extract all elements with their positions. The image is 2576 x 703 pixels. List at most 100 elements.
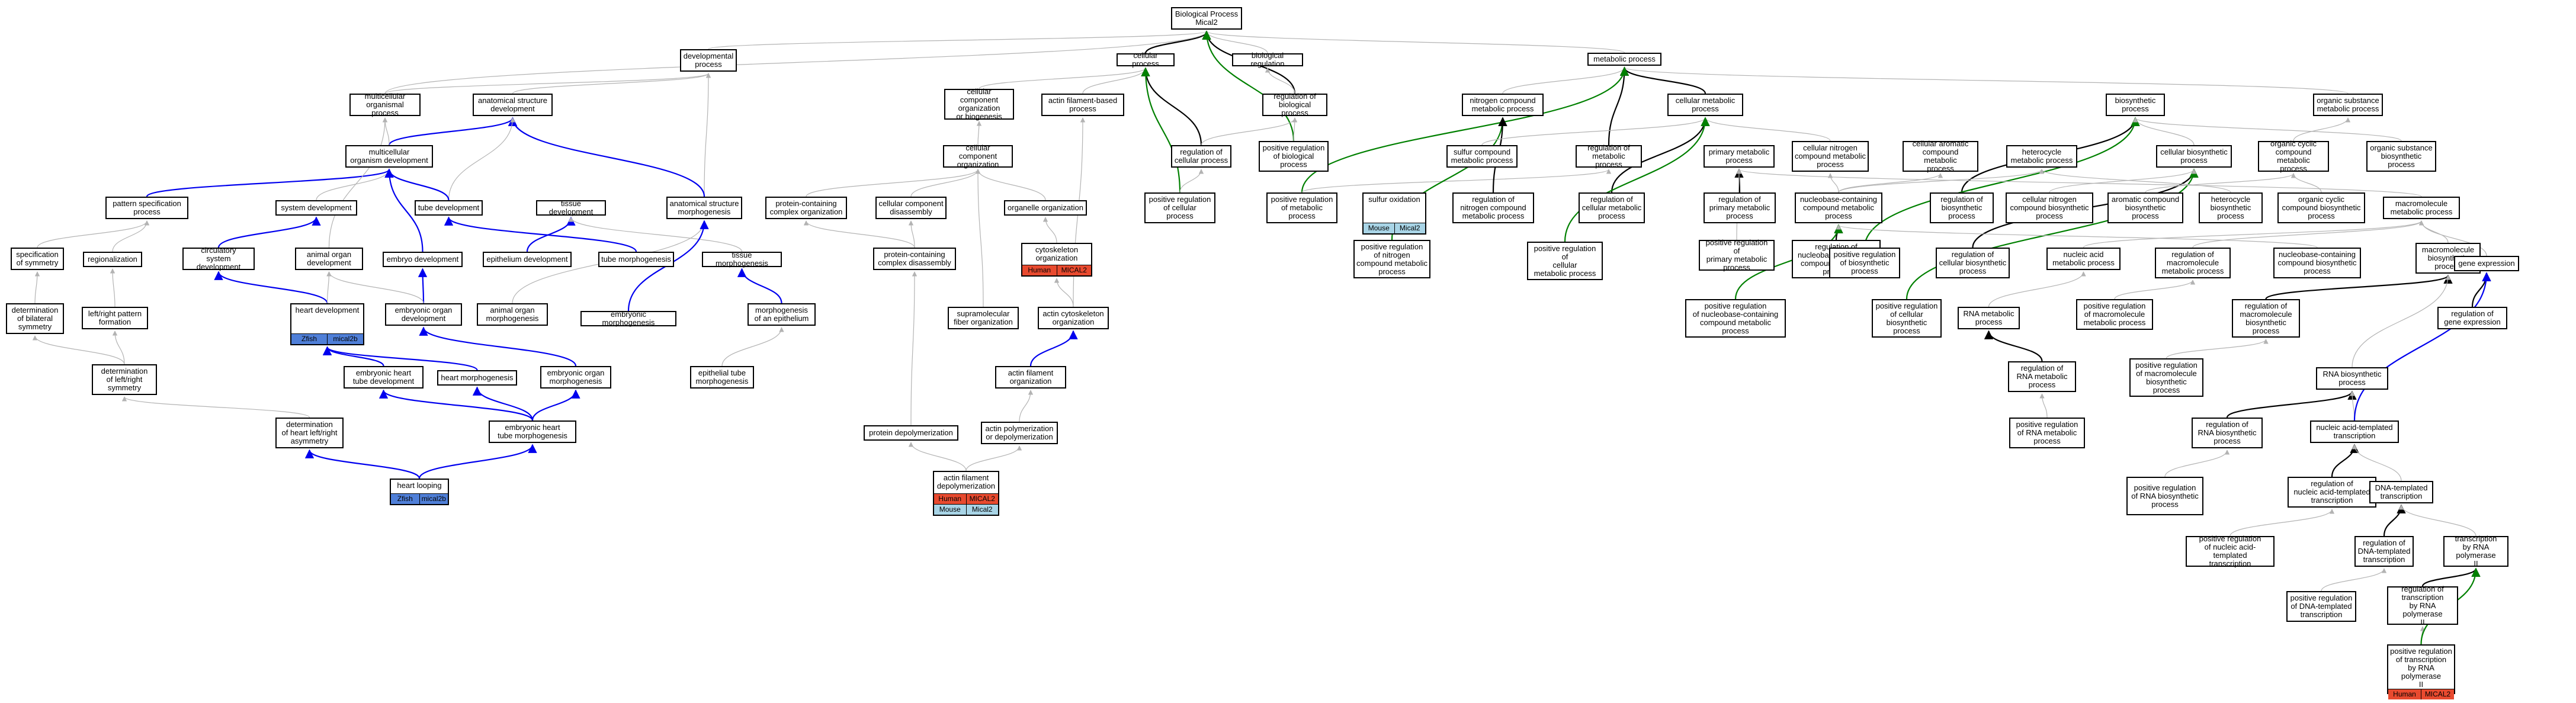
go-term-metproc[interactable]: metabolic process: [1587, 53, 1661, 66]
go-term-postranspol2[interactable]: positive regulation of transcription by …: [2387, 644, 2455, 699]
go-term-tubedev[interactable]: tube development: [415, 200, 483, 216]
go-term-osbio[interactable]: organic substance biosynthetic process: [2366, 141, 2436, 172]
go-term-regmacmet[interactable]: regulation of macromolecule metabolic pr…: [2155, 248, 2231, 278]
go-term-regrnabio[interactable]: regulation of RNA biosynthetic process: [2192, 418, 2263, 448]
go-term-heartmorph[interactable]: heart morphogenesis: [437, 370, 517, 386]
go-term-epidev[interactable]: epithelium development: [483, 252, 572, 267]
go-term-actfil[interactable]: actin filament-based process: [1041, 94, 1124, 116]
go-term-biosyn[interactable]: biosynthetic process: [2106, 94, 2165, 116]
go-term-posrnabio[interactable]: positive regulation of RNA biosynthetic …: [2126, 477, 2203, 515]
go-term-ccorg[interactable]: cellular component organization or bioge…: [944, 88, 1014, 121]
go-term-actpoly[interactable]: actin polymerization or depolymerization: [981, 422, 1058, 444]
go-term-rnamet[interactable]: RNA metabolic process: [1958, 307, 2020, 329]
go-term-occbio[interactable]: organic cyclic compound biosynthetic pro…: [2277, 192, 2365, 223]
go-term-regbio[interactable]: regulation of biological process: [1262, 92, 1327, 117]
go-term-transpol2[interactable]: transcription by RNA polymerase II: [2443, 535, 2508, 568]
go-term-hetbio[interactable]: heterocycle biosynthetic process: [2199, 192, 2263, 223]
go-term-posmacmet[interactable]: positive regulation of macromolecule met…: [2076, 299, 2153, 330]
go-term-circdev[interactable]: circulatory system development: [182, 246, 255, 271]
go-term-ncbio[interactable]: nucleobase-containing compound biosynthe…: [2273, 248, 2361, 278]
go-term-ncmet[interactable]: nucleobase-containing compound metabolic…: [1795, 192, 1882, 223]
go-term-multiorg[interactable]: multicellular organismal process: [349, 92, 421, 117]
go-term-pccdis[interactable]: protein-containing complex disassembly: [873, 248, 956, 270]
go-term-nucmet[interactable]: nucleic acid metabolic process: [2046, 248, 2121, 270]
go-term-occmet[interactable]: organic cyclic compound metabolic proces…: [2258, 140, 2329, 173]
go-term-posbios[interactable]: positive regulation of biosynthetic proc…: [1829, 248, 1900, 278]
go-term-regbios[interactable]: regulation of biosynthetic process: [1930, 192, 1994, 223]
go-term-macmet[interactable]: macromolecule metabolic process: [2383, 197, 2460, 219]
go-term-regional[interactable]: regionalization: [83, 252, 142, 267]
go-term-cellbio[interactable]: cellular biosynthetic process: [2156, 145, 2232, 168]
go-term-regtranspol2[interactable]: regulation of transcription by RNA polym…: [2387, 585, 2458, 626]
go-term-regrnamet[interactable]: regulation of RNA metabolic process: [2008, 361, 2076, 392]
go-term-posrnamet[interactable]: positive regulation of RNA metabolic pro…: [2009, 418, 2085, 448]
go-term-detbil[interactable]: determination of bilateral symmetry: [6, 303, 64, 334]
go-term-regcellmet[interactable]: regulation of cellular metabolic process: [1579, 192, 1645, 223]
go-term-posdnatrans[interactable]: positive regulation of DNA-templated tra…: [2286, 591, 2356, 622]
go-term-devproc[interactable]: developmental process: [680, 49, 737, 72]
go-term-sysdev[interactable]: system development: [275, 200, 357, 216]
go-term-ccorg2[interactable]: cellular component organization: [943, 144, 1013, 169]
go-term-supfib[interactable]: supramolecular fiber organization: [948, 307, 1019, 329]
go-term-multidev[interactable]: multicellular organism development: [345, 145, 433, 168]
go-term-morphepi[interactable]: morphogenesis of an epithelium: [748, 303, 816, 326]
go-term-primet[interactable]: primary metabolic process: [1704, 145, 1775, 168]
go-term-regcellbio[interactable]: regulation of cellular biosynthetic proc…: [1936, 248, 2010, 278]
go-term-cnmet[interactable]: cellular nitrogen compound metabolic pro…: [1792, 141, 1869, 172]
go-term-posnc[interactable]: positive regulation of nucleobase-contai…: [1685, 299, 1786, 338]
go-term-bioreg[interactable]: biological regulation: [1232, 52, 1303, 68]
go-term-camet[interactable]: cellular aromatic compound metabolic pro…: [1903, 140, 1978, 173]
go-term-nuctrans[interactable]: nucleic acid-templated transcription: [2310, 420, 2399, 443]
go-term-acbio[interactable]: aromatic compound biosynthetic process: [2107, 192, 2183, 223]
go-term-detheart[interactable]: determination of heart left/right asymme…: [275, 418, 344, 448]
go-term-embmorph[interactable]: embryonic morphogenesis: [580, 310, 676, 327]
go-term-protdepol[interactable]: protein depolymerization: [864, 425, 958, 441]
go-term-hetmet[interactable]: heterocycle metabolic process: [2006, 145, 2077, 168]
go-term-epitube[interactable]: epithelial tube morphogenesis: [690, 366, 754, 389]
go-term-tissdev[interactable]: tissue development: [536, 200, 606, 216]
go-term-posmacbio[interactable]: positive regulation of macromolecule bio…: [2129, 358, 2203, 397]
go-term-animorgdev[interactable]: animal organ development: [295, 248, 363, 270]
go-term-cellmet[interactable]: cellular metabolic process: [1667, 94, 1743, 116]
go-term-regprim[interactable]: regulation of primary metabolic process: [1704, 192, 1776, 223]
go-term-patspec[interactable]: pattern specification process: [105, 197, 188, 219]
go-term-anatdev[interactable]: anatomical structure development: [473, 94, 553, 116]
go-term-actcyto[interactable]: actin cytoskeleton organization: [1038, 307, 1109, 329]
go-term-posnuctrans[interactable]: positive regulation of nucleic acid-temp…: [2186, 535, 2275, 568]
go-term-emborgmorph[interactable]: embryonic organ morphogenesis: [540, 366, 611, 389]
go-term-sulfcomp[interactable]: sulfur compound metabolic process: [1446, 145, 1518, 168]
go-term-nitro[interactable]: nitrogen compound metabolic process: [1462, 94, 1544, 116]
go-term-poscellbio[interactable]: positive regulation of cellular biosynth…: [1872, 299, 1942, 338]
go-term-tubemorph[interactable]: tube morphogenesis: [598, 252, 674, 267]
go-term-posreg[interactable]: positive regulation of cellular process: [1144, 192, 1215, 223]
go-term-regmacbio[interactable]: regulation of macromolecule biosynthetic…: [2232, 299, 2300, 338]
go-term-geneexp[interactable]: gene expression: [2454, 256, 2519, 271]
go-term-regcell[interactable]: regulation of cellular process: [1171, 145, 1231, 168]
go-term-specsym[interactable]: specification of symmetry: [11, 248, 64, 270]
go-term-orgsub[interactable]: organic substance metabolic process: [2313, 94, 2383, 116]
go-term-cellproc[interactable]: cellular process: [1117, 52, 1175, 68]
go-term-regnuctrans[interactable]: regulation of nucleic acid-templated tra…: [2288, 477, 2376, 508]
go-term-tissmorph[interactable]: tissue morphogenesis: [702, 251, 782, 268]
go-term-regmet[interactable]: regulation of metabolic process: [1576, 144, 1642, 169]
go-term-posbio[interactable]: positive regulation of biological proces…: [1259, 141, 1329, 172]
go-term-ccdis[interactable]: cellular component disassembly: [875, 197, 947, 219]
go-term-bp[interactable]: Biological Process Mical2: [1171, 7, 1242, 30]
go-term-emborgdev[interactable]: embryonic organ development: [385, 303, 462, 326]
go-term-lrpat[interactable]: left/right pattern formation: [82, 307, 148, 329]
go-term-anatmorph[interactable]: anatomical structure morphogenesis: [666, 197, 742, 219]
go-term-animorgmorph[interactable]: animal organ morphogenesis: [477, 303, 548, 326]
go-term-embhtdev[interactable]: embryonic heart tube development: [344, 366, 424, 389]
go-term-embhtmorph[interactable]: embryonic heart tube morphogenesis: [489, 420, 576, 443]
go-term-orgorg[interactable]: organelle organization: [1004, 200, 1087, 216]
go-term-reggeneexp[interactable]: regulation of gene expression: [2437, 307, 2507, 329]
go-term-posprim[interactable]: positive regulation of primary metabolic…: [1699, 239, 1775, 272]
go-term-regnitro[interactable]: regulation of nitrogen compound metaboli…: [1452, 192, 1534, 223]
go-term-posnitro[interactable]: positive regulation of nitrogen compound…: [1353, 240, 1430, 278]
go-term-cnbio[interactable]: cellular nitrogen compound biosynthetic …: [2006, 192, 2093, 223]
go-term-rnabio[interactable]: RNA biosynthetic process: [2316, 367, 2388, 390]
go-term-regdnatrans[interactable]: regulation of DNA-templated transcriptio…: [2354, 536, 2414, 567]
